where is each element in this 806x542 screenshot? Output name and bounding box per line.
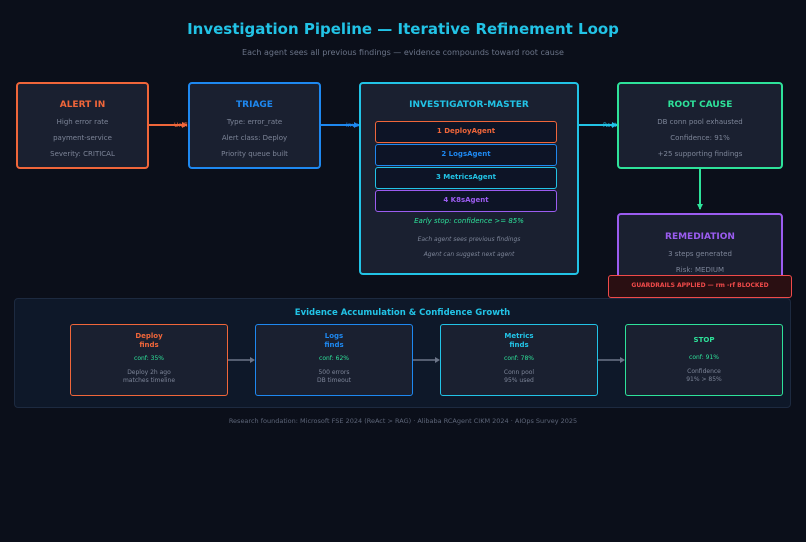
agent-deploy: 1 DeployAgent (375, 121, 557, 143)
evidence-panel: Evidence Accumulation & Confidence Growt… (14, 298, 791, 408)
evidence-step-metrics: Metrics finds conf: 78% Conn pool 95% us… (440, 324, 598, 396)
evidence-step-title: STOP (693, 336, 715, 344)
root-cause-line: Confidence: 91% (670, 134, 730, 142)
evidence-step-title: Logs finds (324, 332, 344, 349)
triage-line: Priority queue built (221, 150, 288, 158)
triage-line: Alert class: Deploy (221, 134, 288, 142)
remediation-title: REMEDIATION (665, 232, 735, 242)
evidence-arrows (227, 357, 625, 363)
evidence-step-conf: conf: 62% (319, 355, 349, 362)
root-cause-line: DB conn pool exhausted (657, 118, 743, 126)
triage-title: TRIAGE (236, 100, 273, 110)
arrow-right-icon (435, 357, 440, 363)
root-cause-node: ROOT CAUSE DB conn pool exhausted Confid… (617, 82, 783, 169)
arrow-right-icon (620, 357, 625, 363)
arrow-head-icon (697, 204, 703, 210)
evidence-step-conf: conf: 91% (689, 354, 719, 361)
alert-line: High error rate (56, 118, 109, 126)
guardrails-banner: GUARDRAILS APPLIED — rm -rf BLOCKED (608, 275, 792, 298)
agent-logs: 2 LogsAgent (375, 144, 557, 166)
alert-in-title: ALERT IN (59, 100, 106, 110)
alert-in-node: ALERT IN High error rate payment-service… (16, 82, 149, 169)
master-note: Each agent sees previous findings (417, 236, 521, 243)
root-cause-line: +25 supporting findings (657, 150, 743, 158)
arrow-head-icon (354, 122, 359, 128)
agent-k8s: 4 K8sAgent (375, 190, 557, 212)
root-cause-title: ROOT CAUSE (667, 100, 733, 110)
evidence-step-note: Deploy 2h ago matches timeline (122, 369, 176, 384)
evidence-title: Evidence Accumulation & Confidence Growt… (294, 308, 511, 318)
evidence-step-conf: conf: 35% (134, 355, 164, 362)
remediation-line: Risk: MEDIUM (675, 266, 725, 274)
investigator-master-title: INVESTIGATOR-MASTER (409, 100, 529, 110)
alert-line: payment-service (53, 134, 112, 142)
early-stop-note: Early stop: confidence >= 85% (414, 217, 524, 225)
remediation-node: REMEDIATION 3 steps generated Risk: MEDI… (617, 213, 783, 279)
agent-metrics: 3 MetricsAgent (375, 167, 557, 189)
evidence-step-note: 500 errors DB timeout (316, 369, 352, 384)
evidence-step-note: Conn pool 95% used (503, 369, 535, 384)
arrow-right-icon (250, 357, 255, 363)
alert-line: Severity: CRITICAL (50, 150, 115, 158)
arrow-head-icon (612, 122, 617, 128)
arrow-head-icon (182, 122, 187, 128)
evidence-step-note: Confidence 91% > 85% (686, 368, 722, 383)
evidence-step-logs: Logs finds conf: 62% 500 errors DB timeo… (255, 324, 413, 396)
evidence-step-title: Metrics finds (504, 332, 534, 349)
evidence-step-stop: STOP conf: 91% Confidence 91% > 85% (625, 324, 783, 396)
footer-citation: Research foundation: Microsoft FSE 2024 … (228, 417, 578, 425)
evidence-step-deploy: Deploy finds conf: 35% Deploy 2h ago mat… (70, 324, 228, 396)
page-subtitle: Each agent sees all previous findings — … (242, 48, 564, 57)
evidence-step-conf: conf: 78% (504, 355, 534, 362)
master-note: Agent can suggest next agent (423, 251, 515, 258)
evidence-step-title: Deploy finds (135, 332, 163, 349)
remediation-line: 3 steps generated (668, 250, 732, 258)
page-title: Investigation Pipeline — Iterative Refin… (187, 20, 619, 38)
investigator-master-node: INVESTIGATOR-MASTER 1 DeployAgent 2 Logs… (359, 82, 579, 275)
triage-node: TRIAGE Type: error_rate Alert class: Dep… (188, 82, 321, 169)
triage-line: Type: error_rate (226, 118, 283, 126)
